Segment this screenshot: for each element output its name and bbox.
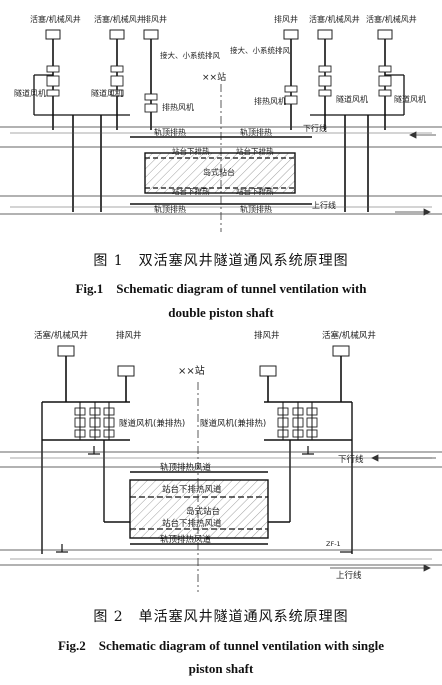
shaft-lines-2: [65, 356, 342, 402]
label-tunnel-fan-right: 隧道风机(兼排热): [200, 418, 266, 429]
label-up-line-2: 上行线: [336, 570, 362, 581]
label-tunnel-fan-left: 隧道风机(兼排热): [119, 418, 185, 429]
label-station-2: ××站: [178, 364, 205, 377]
collector-lines-2: [41, 401, 353, 554]
label-piston-shaft-right1: 活塞/机械风井: [309, 14, 360, 24]
caption-fig2-cn: 图 2 单活塞风井隧道通风系统原理图: [93, 609, 349, 625]
label-platform-under-left: 站台下排热: [172, 146, 210, 156]
label-rail-top-duct-top: 轨顶排热风道: [160, 462, 212, 473]
fan-stems-right-2: [282, 402, 313, 440]
label-exhaust-shaft-left: 排风井: [143, 14, 167, 24]
figure-2: 活塞/机械风井 排风井 排风井 活塞/机械风井: [0, 322, 442, 676]
island-platform-box: [144, 152, 296, 194]
label-platform-under-bottom: 站台下排热风道: [162, 518, 222, 529]
caption-fig2-en-2: piston shaft: [188, 661, 254, 676]
label-piston-shaft-left2: 活塞/机械风井: [94, 14, 145, 24]
label-tunnel-fan-right1: 隧道风机: [336, 94, 368, 104]
label-down-line: 下行线: [303, 123, 327, 133]
label-exhaust-fan-left: 排热风机: [162, 102, 194, 112]
label-island-platform: 岛式站台: [203, 167, 235, 177]
flow-arrows-2: [330, 454, 436, 572]
label-platform-under-right: 站台下排热: [236, 146, 274, 156]
label-exhaust-shaft-right: 排风井: [274, 14, 298, 24]
fan-units-left: [46, 65, 158, 113]
label-tunnel-fan-left1: 隧道风机: [14, 88, 46, 98]
label-up-line: 上行线: [312, 200, 336, 210]
label-platform-under-top: 站台下排热风道: [162, 484, 222, 495]
track-lines: [0, 126, 442, 215]
shaft-caps: [45, 29, 393, 40]
rail-top-ducts: [130, 136, 312, 205]
label-exhaust-shaft-right: 排风井: [254, 330, 280, 341]
caption-fig1-en-1: Fig.1 Schematic diagram of tunnel ventil…: [75, 281, 367, 296]
label-platform-under-bl: 站台下排热: [172, 186, 210, 196]
rail-top-ducts-2: [104, 471, 290, 545]
fan-units-right: [284, 65, 392, 105]
label-platform-under-br: 站台下排热: [236, 186, 274, 196]
label-exhaust-fan-right: 排热风机: [254, 96, 286, 106]
caption-fig1-cn: 图 1 双活塞风井隧道通风系统原理图: [93, 253, 349, 269]
diagram-1: 活塞/机械风井 活塞/机械风井 排风井 排风井 活塞/机械风井 活塞/机械风井: [0, 14, 442, 232]
label-rail-top-duct-bottom: 轨顶排热风道: [160, 534, 212, 545]
label-small-system-right: 接大、小系统排风: [230, 45, 290, 55]
label-exhaust-shaft-left: 排风井: [116, 330, 142, 341]
diagram-2: 活塞/机械风井 排风井 排风井 活塞/机械风井: [0, 330, 442, 592]
island-platform-box-2: [129, 479, 269, 539]
label-piston-shaft-left: 活塞/机械风井: [34, 330, 88, 341]
caption-fig1-en-2: double piston shaft: [168, 305, 274, 320]
label-island-platform-2: 岛式站台: [186, 506, 220, 517]
fan-stems-left-2: [79, 402, 110, 440]
label-down-line-2: 下行线: [338, 454, 364, 465]
label-tunnel-fan-left2: 隧道风机: [91, 88, 123, 98]
label-piston-shaft-left1: 活塞/机械风井: [30, 14, 81, 24]
label-equipment-tag: ZF-1: [326, 540, 341, 548]
bypass-lines: [33, 74, 405, 116]
tap-marks-2: [56, 446, 352, 553]
label-station: ××站: [202, 71, 226, 83]
track-lines-2: [0, 451, 442, 566]
label-piston-shaft-right2: 活塞/机械风井: [366, 14, 417, 24]
figure-1: 活塞/机械风井 活塞/机械风井 排风井 排风井 活塞/机械风井 活塞/机械风井: [0, 0, 442, 320]
label-rail-top-exhaust-bl: 轨顶排热: [154, 204, 186, 214]
label-piston-shaft-right: 活塞/机械风井: [322, 330, 376, 341]
flow-arrows: [395, 131, 436, 216]
label-rail-top-exhaust-br: 轨顶排热: [240, 204, 272, 214]
label-rail-top-exhaust-right: 轨顶排热: [240, 127, 272, 137]
label-tunnel-fan-right2: 隧道风机: [394, 94, 426, 104]
caption-fig2-en-1: Fig.2 Schematic diagram of tunnel ventil…: [57, 638, 385, 653]
label-small-system-left: 接大、小系统排风: [160, 50, 220, 60]
label-rail-top-exhaust-left: 轨顶排热: [154, 127, 186, 137]
